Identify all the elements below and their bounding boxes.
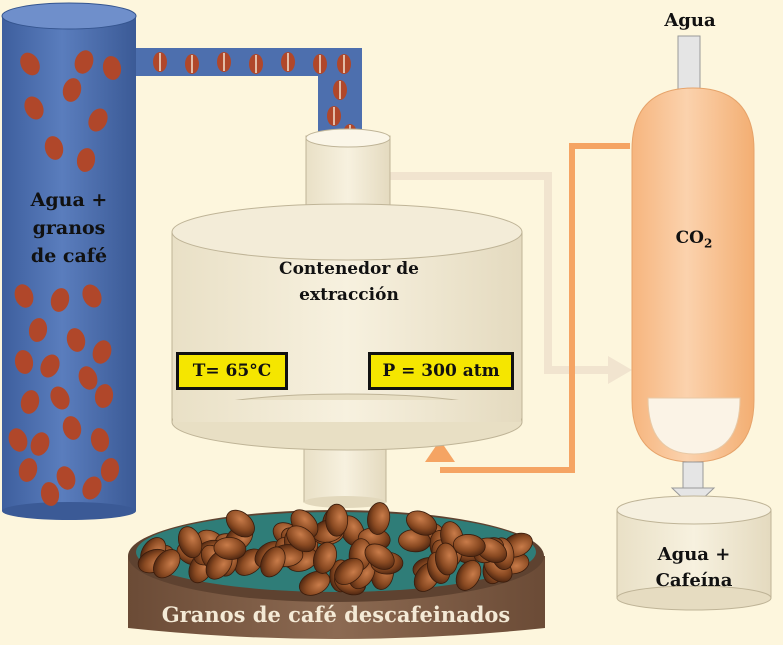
temperature-box: T= 65°C bbox=[176, 352, 288, 390]
decaf-bean bbox=[367, 502, 391, 535]
pressure-box: P = 300 atm bbox=[368, 352, 514, 390]
vessel-label: Contenedor de extracción bbox=[240, 256, 458, 308]
coffee-bean bbox=[40, 354, 60, 378]
decaf-bean bbox=[153, 549, 181, 579]
coffee-bean bbox=[50, 386, 70, 410]
output-label: Agua + Cafeína bbox=[617, 542, 771, 594]
extraction-vessel bbox=[171, 128, 523, 508]
coffee-bean bbox=[28, 318, 48, 342]
column-label-line1: Agua + bbox=[30, 189, 108, 211]
coffee-bean bbox=[100, 458, 120, 482]
tray-label: Granos de café descafeinados bbox=[161, 602, 511, 627]
output-label-line2: Cafeína bbox=[655, 570, 733, 591]
coffee-bean bbox=[92, 340, 112, 364]
coffee-bean bbox=[44, 136, 64, 160]
coffee-bean bbox=[62, 416, 82, 440]
decaf-bean bbox=[260, 546, 286, 578]
coffee-bean bbox=[90, 428, 110, 452]
co2-tank bbox=[631, 87, 755, 463]
recycle-arrow bbox=[425, 143, 630, 473]
co2-label: CO2 bbox=[650, 228, 738, 250]
coffee-bean bbox=[66, 328, 86, 352]
output-label-line1: Agua + bbox=[657, 544, 731, 565]
decaf-bean bbox=[334, 557, 364, 585]
coffee-bean bbox=[74, 50, 94, 74]
coffee-bean bbox=[14, 350, 34, 374]
coffee-bean bbox=[88, 108, 108, 132]
coffee-bean bbox=[8, 428, 28, 452]
coffee-bean bbox=[18, 458, 38, 482]
coffee-bean bbox=[40, 482, 60, 506]
vessel-label-line1: Contenedor de bbox=[279, 259, 419, 279]
co2-label-main: CO bbox=[675, 228, 704, 248]
coffee-bean bbox=[20, 52, 40, 76]
coffee-bean bbox=[56, 466, 76, 490]
coffee-bean bbox=[78, 366, 98, 390]
decaf-bean bbox=[364, 543, 395, 570]
decaf-bean bbox=[435, 542, 458, 576]
coffee-bean bbox=[94, 384, 114, 408]
coffee-bean bbox=[20, 390, 40, 414]
decaf-bean bbox=[178, 526, 203, 559]
coffee-bean bbox=[62, 78, 82, 102]
decaf-bean bbox=[225, 509, 255, 538]
coffee-beans-in-column bbox=[8, 50, 357, 506]
decaf-bean bbox=[455, 560, 482, 591]
coffee-bean bbox=[14, 284, 34, 308]
coffee-bean bbox=[24, 96, 44, 120]
decaf-bean bbox=[298, 570, 331, 596]
decaf-bean bbox=[325, 503, 349, 537]
caffeine-output-container bbox=[616, 495, 772, 611]
water-input-label: Agua bbox=[664, 10, 716, 31]
decaf-bean bbox=[452, 534, 486, 557]
decaf-bean bbox=[406, 510, 438, 536]
vessel-label-line2: extracción bbox=[299, 285, 399, 305]
decaf-bean bbox=[313, 541, 337, 574]
coffee-bean bbox=[102, 56, 122, 80]
decaf-bean bbox=[286, 525, 316, 553]
coffee-bean bbox=[50, 288, 70, 312]
decaf-bean-pile bbox=[137, 502, 533, 596]
coffee-bean bbox=[30, 432, 50, 456]
co2-label-subscript: 2 bbox=[703, 236, 713, 251]
decaf-bean bbox=[213, 537, 247, 560]
column-label: Agua + granos de café bbox=[2, 186, 136, 270]
coffee-bean bbox=[76, 148, 96, 172]
column-label-line3: de café bbox=[30, 245, 108, 267]
coffee-bean bbox=[82, 284, 102, 308]
column-label-line2: granos bbox=[32, 217, 106, 239]
co2-flow-arrow bbox=[390, 172, 632, 384]
coffee-bean bbox=[82, 476, 102, 500]
